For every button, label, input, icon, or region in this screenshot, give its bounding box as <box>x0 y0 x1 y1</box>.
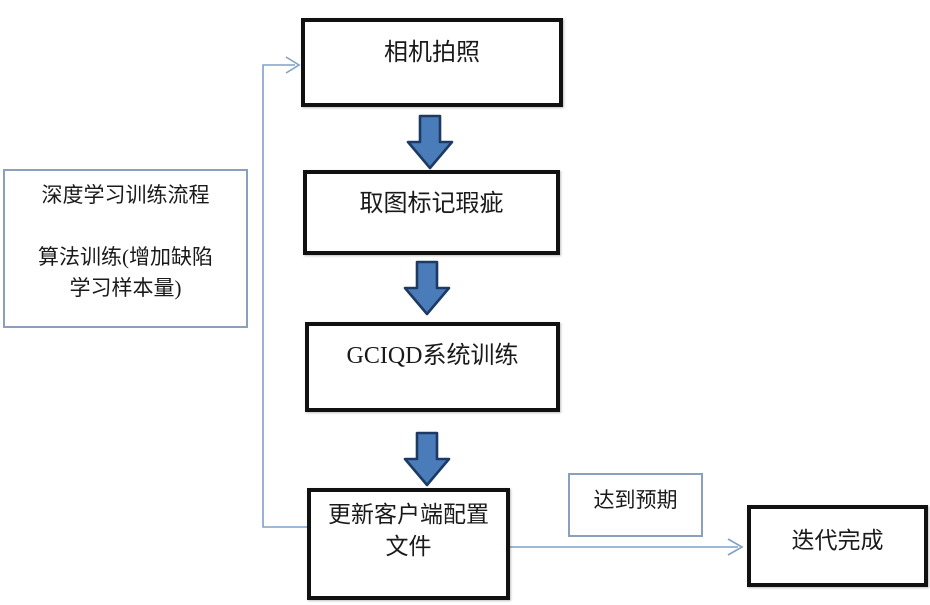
condition-label-expectation: 达到预期 <box>568 473 703 537</box>
flow-node-camera: 相机拍照 <box>301 18 563 107</box>
side-note-line: 学习样本量) <box>69 276 182 300</box>
down-block-arrow-icon <box>403 260 451 316</box>
condition-label-expectation-text: 达到预期 <box>593 488 678 512</box>
flow-node-done-label: 迭代完成 <box>791 528 884 553</box>
flow-node-update-config: 更新客户端配置 文件 <box>307 488 510 600</box>
flow-node-update-config-label-line: 文件 <box>385 534 432 559</box>
side-note-line: 算法训练(增加缺陷 <box>38 245 213 269</box>
flow-node-system-training-label: GCIQD系统训练 <box>346 343 519 369</box>
flow-node-system-training: GCIQD系统训练 <box>305 322 560 412</box>
flow-node-update-config-label-line: 更新客户端配置 <box>328 502 489 527</box>
side-note-line: 深度学习训练流程 <box>41 183 210 207</box>
side-note-line <box>5 211 246 242</box>
flow-node-camera-label: 相机拍照 <box>384 40 480 66</box>
feedback-arrowhead-icon <box>285 56 301 74</box>
feedback-connector-line <box>262 64 307 528</box>
flow-node-done: 迭代完成 <box>747 505 928 587</box>
flow-node-mark-defects-label: 取图标记瑕疵 <box>359 191 504 217</box>
side-note-box: 深度学习训练流程 算法训练(增加缺陷 学习样本量) <box>3 169 248 328</box>
down-block-arrow-icon <box>406 114 454 170</box>
down-block-arrow-icon <box>403 431 451 487</box>
done-arrowhead-icon <box>727 538 744 556</box>
flow-node-mark-defects: 取图标记瑕疵 <box>303 170 560 255</box>
